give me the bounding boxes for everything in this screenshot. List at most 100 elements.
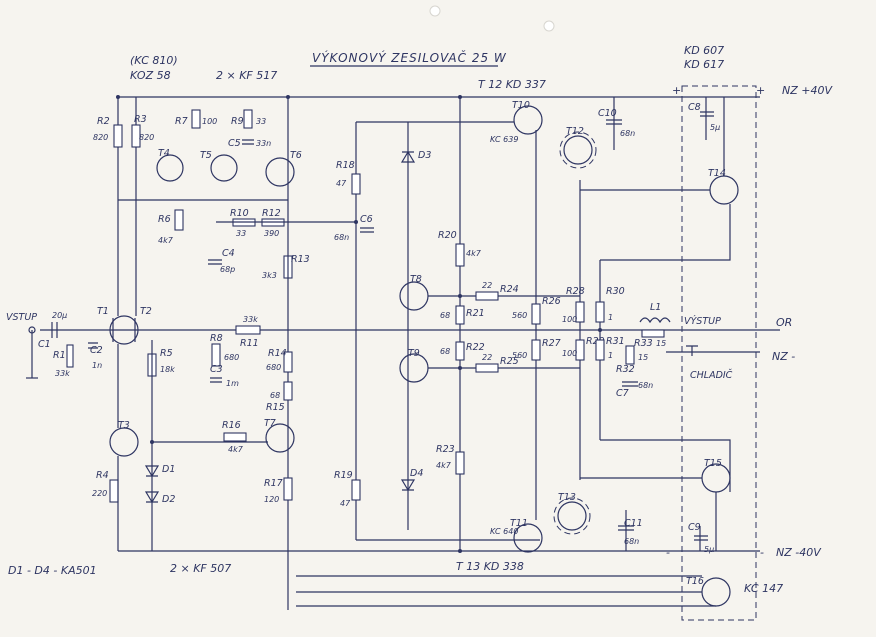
r12-value: 390	[264, 229, 279, 238]
r23-symbol	[455, 451, 465, 475]
t16-wires	[296, 575, 716, 607]
junction-dot	[286, 95, 290, 99]
t14-wires	[580, 97, 731, 261]
t3-label: T3	[118, 420, 130, 431]
d1-symbol	[144, 465, 160, 478]
t5-symbol	[210, 154, 238, 182]
r27-symbol	[531, 339, 541, 361]
r33-label: R33	[634, 338, 653, 349]
c10-label: C10	[598, 108, 617, 119]
c9-label: C9	[688, 522, 701, 533]
minus-mark-right: -	[760, 546, 764, 559]
r13-label: R13	[291, 254, 310, 265]
r24-value: 22	[482, 281, 492, 290]
r17-label: R17	[264, 478, 283, 489]
c5-value: 33n	[256, 139, 271, 148]
c11-value: 68n	[624, 537, 639, 546]
r11-symbol	[235, 325, 261, 335]
r29-value: 100	[562, 349, 577, 358]
r6-symbol	[174, 209, 184, 231]
r14-label: R14	[268, 348, 287, 359]
r17-value: 120	[264, 495, 279, 504]
minus-mark: -	[666, 546, 670, 559]
r12-label: R12	[262, 208, 281, 219]
r10-label: R10	[230, 208, 249, 219]
junction-dot	[354, 220, 358, 224]
t6-symbol	[265, 157, 295, 187]
r32-symbol	[625, 345, 635, 365]
r2-label: R2	[97, 116, 110, 127]
r1-symbol	[66, 344, 74, 368]
c6-symbol	[360, 227, 374, 233]
r31-label: R31	[606, 336, 625, 347]
r4-label: R4	[96, 470, 109, 481]
heatsink-outline	[681, 85, 757, 621]
or-label: OR	[776, 316, 792, 329]
r30-value: 1	[608, 313, 613, 322]
kc147-note: KC 147	[744, 582, 783, 595]
r9-value: 33	[256, 117, 266, 126]
c3-label: C3	[210, 364, 223, 375]
c5-symbol	[242, 139, 254, 145]
t9-label: T9	[408, 348, 420, 359]
c1-symbol	[51, 322, 58, 338]
r32-value: 15	[638, 353, 648, 362]
r2-symbol	[113, 124, 123, 148]
d1-label: D1	[162, 464, 175, 475]
t12-label: T12	[566, 126, 584, 137]
r18-label: R18	[336, 160, 355, 171]
r10-value: 33	[236, 229, 246, 238]
r24-label: R24	[500, 284, 519, 295]
r25-value: 22	[482, 353, 492, 362]
r28-symbol	[575, 301, 585, 323]
c2-label: C2	[90, 345, 103, 356]
d2-symbol	[144, 491, 160, 504]
d4-label: D4	[410, 468, 423, 479]
d3-symbol	[400, 150, 416, 163]
r8-symbol	[211, 343, 221, 367]
c8-value: 5μ	[710, 123, 720, 132]
r25-label: R25	[500, 356, 519, 367]
t11-type: KC 640	[490, 527, 518, 536]
r32-label: R32	[616, 364, 635, 375]
r13-value: 3k3	[262, 271, 277, 280]
r33-value: 15	[656, 339, 666, 348]
t15-wires	[580, 439, 731, 551]
t13-note: T 13 KD 338	[456, 560, 524, 573]
t11-symbol	[513, 523, 543, 553]
c9-symbol	[694, 526, 708, 551]
punch-hole	[429, 5, 441, 17]
c3-value: 1m	[226, 379, 239, 388]
r4-symbol	[109, 479, 119, 503]
r28-value: 100	[562, 315, 577, 324]
output-label: VÝSTUP	[684, 315, 721, 327]
t4-label: T4	[158, 148, 170, 159]
junction-dot	[150, 440, 154, 444]
r19-label: R19	[334, 470, 353, 481]
r8-label: R8	[210, 333, 223, 344]
t12-note: T 12 KD 337	[478, 78, 546, 91]
r9-symbol	[243, 109, 253, 129]
t12-heatsink-marker	[559, 131, 597, 169]
t16-label: T16	[686, 576, 704, 587]
r21-label: R21	[466, 308, 485, 319]
r23-label: R23	[436, 444, 455, 455]
kc810-note: (KC 810)	[130, 54, 178, 67]
r30-symbol	[595, 301, 605, 323]
t12-symbol	[563, 135, 593, 165]
r20-label: R20	[438, 230, 457, 241]
c7-symbol	[622, 381, 638, 387]
t1-t2-symbol	[109, 315, 139, 345]
t14-label: T14	[708, 168, 726, 179]
r27-value: 560	[512, 351, 527, 360]
r4-value: 220	[92, 489, 107, 498]
r14-value: 680	[266, 363, 281, 372]
r18-value: 47	[336, 179, 347, 188]
t1-label: T1	[97, 306, 109, 317]
junction-dot	[458, 549, 462, 553]
r8-value: 680	[224, 353, 239, 362]
r11-value: 33k	[243, 315, 258, 324]
